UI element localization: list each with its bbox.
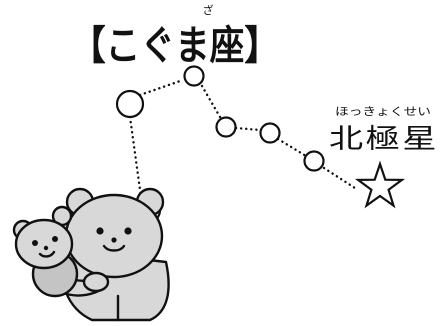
small-bear-nose (43, 245, 49, 251)
title-text: 【こぐま座】 (71, 23, 279, 69)
polaris-name: 北極星 (329, 124, 439, 155)
line-1 (138, 78, 185, 97)
title-ruby: ざ (203, 3, 214, 17)
star-circle-2 (183, 65, 205, 87)
big-bear-head (64, 193, 164, 279)
polaris-label: ほっきょくせい 北極星 (329, 105, 439, 155)
title: ざ 【こぐま座】 (71, 3, 279, 69)
star-circle-5 (259, 122, 281, 144)
star-circle-4 (215, 116, 237, 138)
constellation-lines (128, 78, 360, 199)
line-4 (234, 126, 262, 132)
polaris-star-icon (354, 160, 406, 209)
small-bear-mouth (38, 250, 56, 258)
small-bear (12, 205, 110, 298)
line-5 (276, 137, 308, 158)
bear-hug-illustration (12, 187, 170, 322)
small-bear-eye-right (52, 236, 58, 242)
line-2 (128, 115, 143, 199)
star-circle-6 (303, 150, 325, 172)
star-circle-1 (115, 89, 145, 119)
big-bear-eye-right (124, 227, 132, 235)
big-bear-hand (82, 271, 110, 293)
big-bear-mouth (102, 244, 126, 252)
constellation-stars (115, 65, 325, 225)
big-bear-eye-left (96, 227, 104, 235)
line-6 (322, 166, 360, 192)
big-bear-nose (111, 237, 117, 243)
small-bear-eye-left (32, 240, 38, 246)
polaris-ruby: ほっきょくせい (335, 105, 431, 118)
line-3 (200, 84, 222, 119)
small-bear-head (14, 218, 74, 270)
